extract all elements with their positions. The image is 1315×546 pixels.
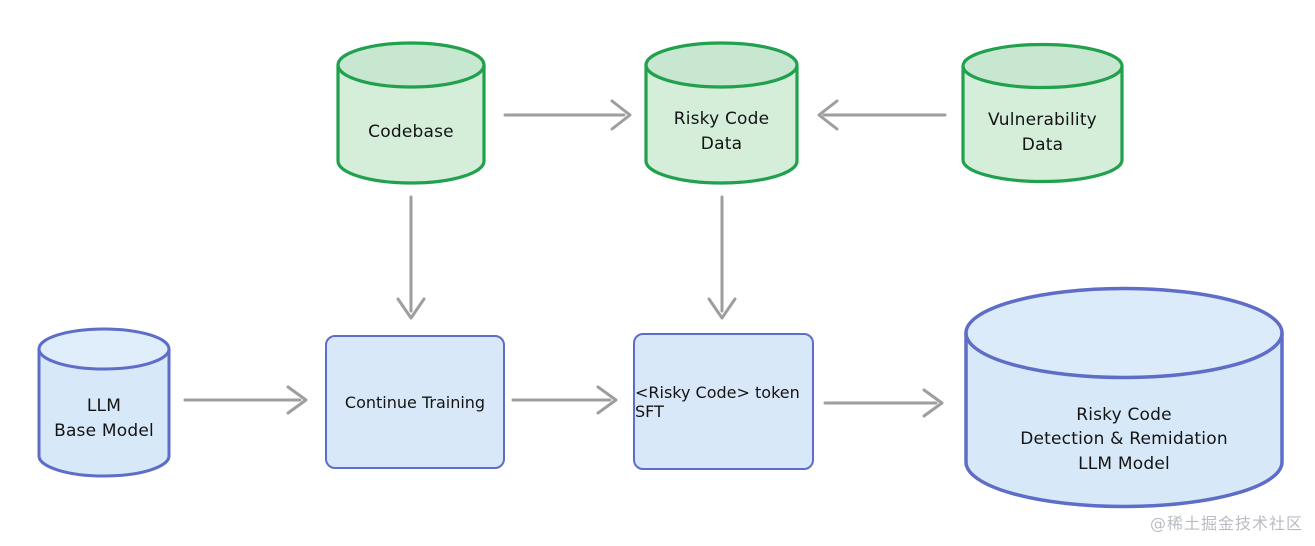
node-label: Codebase [368,121,454,142]
node-label: <Risky Code> token SFT [635,382,800,421]
arrow-risky-code-data-to-token-sft [707,195,737,320]
cylinder-shape [644,41,799,185]
arrow-vulnerability-data-to-risky-code-data [817,99,947,131]
node-label: LLM Base Model [54,396,154,441]
node-llm-base-model: LLM Base Model [36,326,172,480]
arrow-token-sft-to-llm-model [823,388,944,418]
arrow-codebase-to-risky-code-data [503,99,632,131]
node-label: Continue Training [344,392,486,412]
node-risky-code-llm-model: Risky Code Detection & Remidation LLM Mo… [963,285,1285,510]
node-label: Vulnerability Data [988,109,1097,155]
node-codebase: Codebase [335,40,487,186]
cylinder-shape [961,42,1124,184]
cylinder-shape [37,327,171,478]
node-risky-code-token-sft: <Risky Code> token SFT [633,333,814,470]
node-vulnerability-data: Vulnerability Data [960,42,1125,185]
node-continue-training: Continue Training [325,335,505,469]
watermark: @稀土掘金技术社区 [1149,514,1303,533]
node-label: Risky Code Detection & Remidation LLM Mo… [1020,404,1228,474]
arrow-llm-base-model-to-continue-training [183,385,308,415]
cylinder-shape [964,286,1284,509]
node-label: Risky Code Data [673,109,770,154]
arrow-codebase-to-continue-training [396,195,426,320]
node-risky-code-data: Risky Code Data [643,40,800,186]
arrow-continue-training-to-token-sft [511,385,618,415]
cylinder-shape [336,41,486,185]
